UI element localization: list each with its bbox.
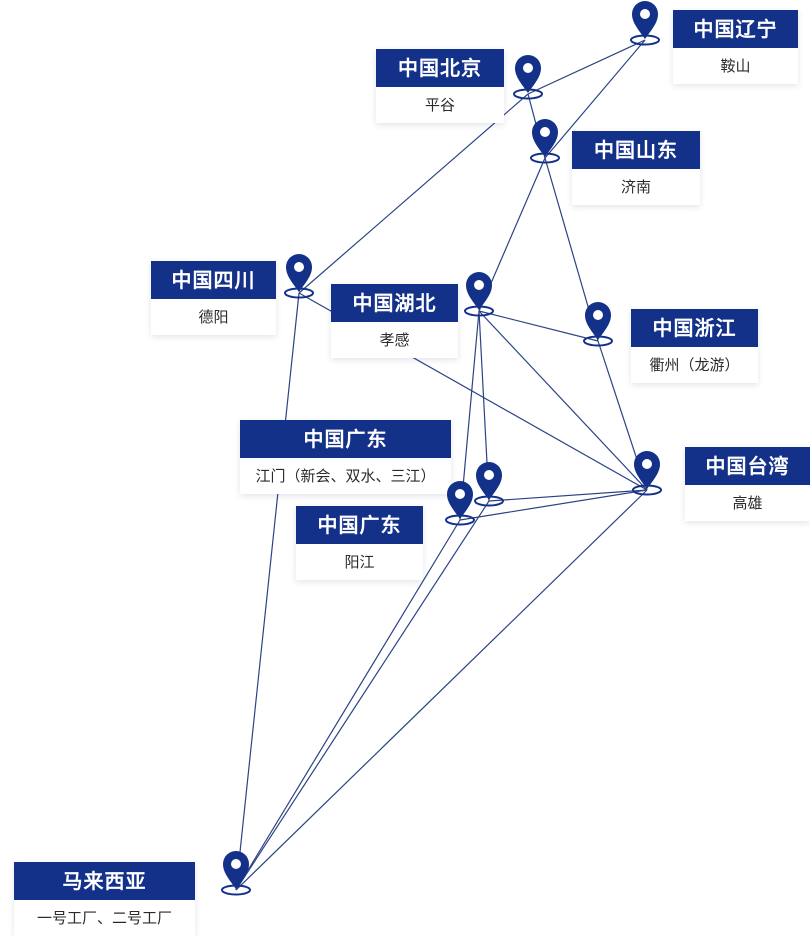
map-pin-icon[interactable] (630, 450, 664, 496)
map-pin-icon[interactable] (219, 850, 253, 896)
location-subtitle: 高雄 (732, 494, 763, 512)
connection-line-hubei-taiwan (478, 310, 648, 491)
location-card-guangdong-jiangmen: 中国广东 江门（新会、双水、三江） (240, 420, 451, 494)
location-card-taiwan: 中国台湾 高雄 (685, 447, 810, 521)
location-subtitle: 衢州（龙游） (649, 356, 740, 374)
location-title: 马来西亚 (14, 862, 195, 900)
location-title: 中国辽宁 (673, 10, 798, 48)
location-title: 中国台湾 (685, 447, 810, 485)
location-card-beijing: 中国北京 平谷 (376, 49, 504, 123)
location-subtitle: 一号工厂、二号工厂 (36, 909, 172, 927)
location-title: 中国广东 (296, 506, 423, 544)
location-subtitle: 鞍山 (720, 57, 751, 75)
location-card-liaoning: 中国辽宁 鞍山 (673, 10, 798, 84)
connection-line-liaoning-shandong (544, 39, 646, 159)
connection-line-taiwan-malaysia (235, 489, 648, 891)
map-pin-icon[interactable] (581, 301, 615, 347)
location-subtitle: 济南 (620, 178, 651, 196)
connection-line-guangdong-yangjiang-malaysia (235, 519, 461, 891)
location-card-sichuan: 中国四川 德阳 (151, 261, 276, 335)
map-pin-icon[interactable] (282, 253, 316, 299)
map-pin-icon[interactable] (462, 271, 496, 317)
connection-line-hubei-zhejiang (478, 310, 599, 342)
location-subtitle: 阳江 (344, 553, 375, 571)
connection-line-taiwan-guangdong-yangjiang (459, 489, 648, 521)
connection-line-liaoning-beijing (527, 39, 646, 95)
location-title: 中国浙江 (631, 309, 758, 347)
location-subtitle: 德阳 (198, 308, 229, 326)
location-title: 中国湖北 (331, 284, 458, 322)
location-card-malaysia: 马来西亚 一号工厂、二号工厂 (14, 862, 195, 936)
connection-line-beijing-sichuan (298, 93, 529, 294)
location-title: 中国北京 (376, 49, 504, 87)
location-subtitle: 江门（新会、双水、三江） (255, 467, 436, 485)
location-card-zhejiang: 中国浙江 衢州（龙游） (631, 309, 758, 383)
location-title: 中国山东 (572, 131, 700, 169)
map-pin-icon[interactable] (528, 118, 562, 164)
map-pin-icon[interactable] (511, 54, 545, 100)
connection-line-sichuan-malaysia (235, 292, 300, 891)
map-pin-icon[interactable] (443, 480, 477, 526)
map-pin-icon[interactable] (472, 461, 506, 507)
connection-line-guangdong-jiangmen-malaysia (235, 500, 490, 891)
location-card-guangdong-yangjiang: 中国广东 阳江 (296, 506, 423, 580)
location-title: 中国广东 (240, 420, 451, 458)
location-card-shandong: 中国山东 济南 (572, 131, 700, 205)
location-subtitle: 平谷 (424, 96, 455, 114)
map-pin-icon[interactable] (628, 0, 662, 46)
location-card-hubei: 中国湖北 孝感 (331, 284, 458, 358)
connection-line-taiwan-guangdong-jiangmen (488, 489, 648, 502)
location-title: 中国四川 (151, 261, 276, 299)
location-subtitle: 孝感 (379, 331, 410, 349)
